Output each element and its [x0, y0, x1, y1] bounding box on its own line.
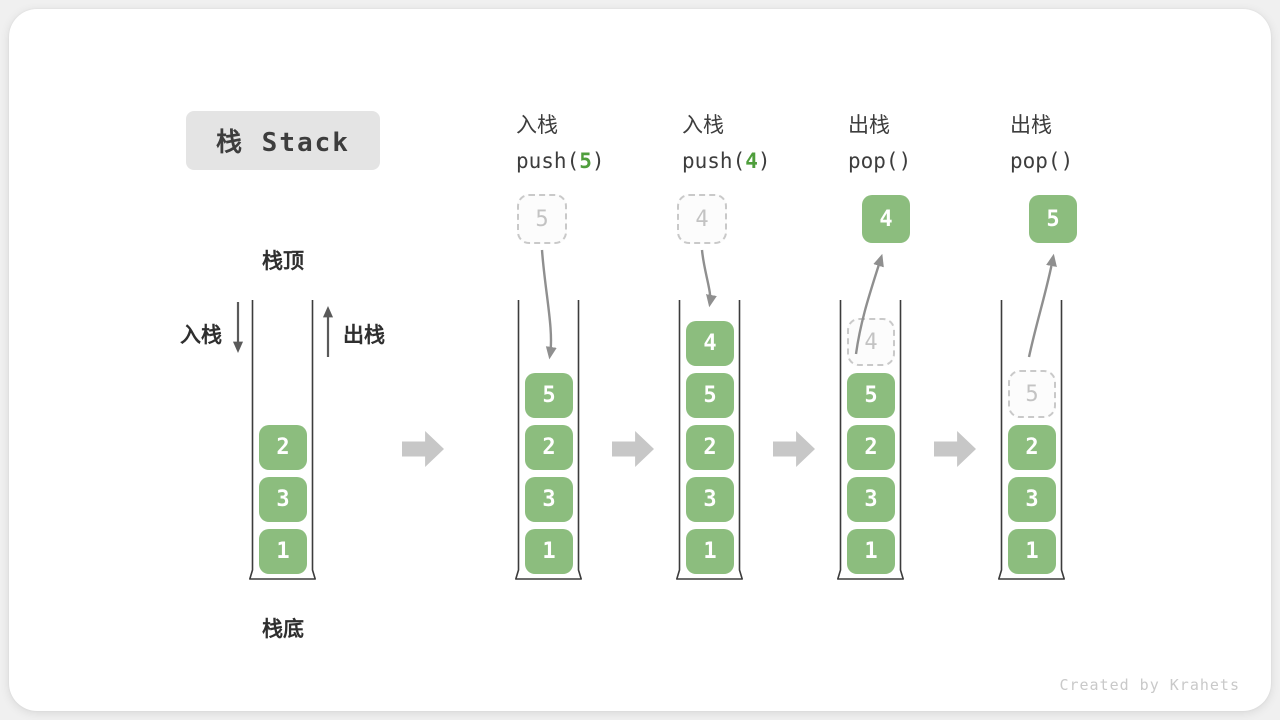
stack-ghost-cell: 5: [1008, 370, 1056, 418]
op-header-pop-4: 出栈 pop(): [848, 109, 911, 173]
stack-cell: 5: [686, 373, 734, 418]
op-code: push(4): [682, 149, 771, 173]
pop-side-label: 出栈: [343, 324, 385, 347]
op-label: 出栈: [848, 114, 890, 137]
stack-ghost-cell: 4: [847, 318, 895, 366]
stack-cell: 1: [259, 529, 307, 574]
op-label: 出栈: [1010, 114, 1052, 137]
stack-cell: 3: [259, 477, 307, 522]
stack-cell: 3: [686, 477, 734, 522]
op-arg: 4: [745, 149, 758, 173]
incoming-value-box: 4: [677, 194, 727, 244]
op-header-push-5: 入栈 push(5): [516, 109, 605, 173]
stack-container: [515, 300, 582, 580]
stack-cell: 1: [847, 529, 895, 574]
stack-container: [249, 300, 316, 580]
stack-cell: 5: [525, 373, 573, 418]
push-side-label: 入栈: [180, 324, 222, 347]
stack-cell: 2: [525, 425, 573, 470]
stack-cell: 1: [525, 529, 573, 574]
stack-after-pop-5: 5 2 3 1: [1008, 370, 1056, 574]
stack-top-label: 栈顶: [262, 250, 304, 273]
op-header-push-4: 入栈 push(4): [682, 109, 771, 173]
stack-after-push-4: 4 5 2 3 1: [686, 321, 734, 574]
stack-cell: 4: [686, 321, 734, 366]
op-label: 入栈: [682, 114, 724, 137]
stack-cell: 1: [686, 529, 734, 574]
incoming-value-box: 5: [517, 194, 567, 244]
op-arg: 5: [579, 149, 592, 173]
stack-cell: 3: [525, 477, 573, 522]
title-badge: 栈 Stack: [186, 111, 380, 170]
stack-cell: 3: [847, 477, 895, 522]
op-code: push(5): [516, 149, 605, 173]
watermark-credit: Created by Krahets: [1059, 676, 1240, 694]
stack-cell: 2: [686, 425, 734, 470]
stack-cell: 2: [1008, 425, 1056, 470]
stack-cell: 5: [847, 373, 895, 418]
stack-cell: 2: [259, 425, 307, 470]
op-label: 入栈: [516, 114, 558, 137]
title-badge-label: 栈 Stack: [216, 128, 350, 158]
op-code: pop(): [848, 149, 912, 173]
stack-container: [998, 300, 1065, 580]
stack-initial: 2 3 1: [259, 425, 307, 574]
op-header-pop-5: 出栈 pop(): [1010, 109, 1073, 173]
stack-cell: 3: [1008, 477, 1056, 522]
popped-value-box: 5: [1029, 195, 1077, 243]
op-code: pop(): [1010, 149, 1074, 173]
stack-bottom-label: 栈底: [262, 618, 304, 641]
stack-after-pop-4: 4 5 2 3 1: [847, 318, 895, 574]
popped-value-box: 4: [862, 195, 910, 243]
stack-cell: 1: [1008, 529, 1056, 574]
stack-container: [837, 300, 904, 580]
stack-after-push-5: 5 2 3 1: [525, 373, 573, 574]
stack-cell: 2: [847, 425, 895, 470]
stack-container: [676, 300, 743, 580]
